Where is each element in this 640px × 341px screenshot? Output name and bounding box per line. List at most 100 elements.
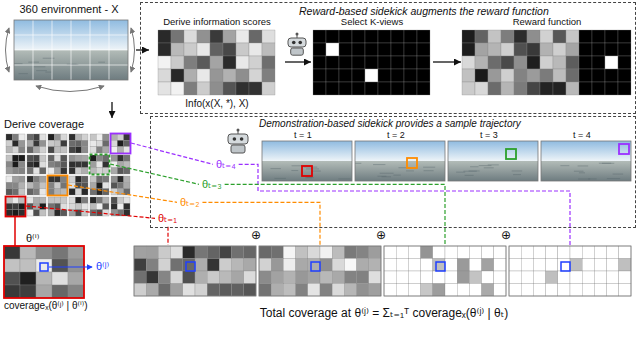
info-score-cell [223, 69, 236, 82]
coverage-cell [433, 259, 445, 272]
info-score-cell [158, 56, 171, 69]
reward-cell [540, 56, 553, 69]
ripple [607, 178, 620, 179]
coverage-cell [344, 246, 356, 259]
reward-sidekick-box: Derive information scoresInfo(x(X, *), X… [140, 2, 636, 114]
coverage-cell [494, 284, 506, 297]
reward-cell [514, 82, 527, 95]
coverage-crop-cell [82, 203, 88, 209]
selected-view-cell [404, 43, 417, 56]
selected-view-cell [365, 69, 378, 82]
coverage-cell [469, 259, 481, 272]
view-marker [407, 158, 417, 168]
info-score-cell [210, 69, 223, 82]
coverage-crop-cell [27, 210, 33, 216]
coverage-cell [171, 284, 183, 297]
coverage-crop-cell [75, 140, 81, 146]
coverage-cell [570, 259, 582, 272]
coverage-cell [320, 284, 332, 297]
reward-cell [553, 82, 566, 95]
info-score-cell [197, 82, 210, 95]
reward-cell [592, 56, 605, 69]
coverage-crop-cell [117, 197, 123, 203]
coverage-crop-cell [111, 197, 117, 203]
coverage-cell [457, 246, 469, 259]
selected-view-cell [417, 43, 430, 56]
coverage-crop-cell [33, 176, 39, 182]
coverage-cell [271, 284, 283, 297]
coverage-crop-cell [48, 161, 54, 167]
coverage-cell [332, 259, 344, 272]
info-score-cell [171, 30, 184, 43]
coverage-cell [344, 271, 356, 284]
coverage-cell [384, 259, 396, 272]
ripple [470, 166, 478, 167]
coverage-crop-cell [36, 246, 52, 259]
info-score-cell [223, 43, 236, 56]
coverage-crop-cell [33, 182, 39, 188]
coverage-cell [521, 246, 533, 259]
reward-cell [514, 56, 527, 69]
coverage-crop-cell [61, 161, 67, 167]
coverage-crop-cell [48, 210, 54, 216]
reward-cell [514, 30, 527, 43]
coverage-crop-cell [6, 176, 12, 182]
ripple [479, 165, 492, 166]
selected-view-cell [339, 56, 352, 69]
coverage-cell [594, 246, 606, 259]
selected-view-cell [313, 43, 326, 56]
coverage-crop-cell [36, 285, 52, 298]
coverage-crop-cell [52, 259, 68, 272]
image-frame [355, 141, 445, 181]
coverage-crop-cell [52, 246, 68, 259]
coverage-crop-cell [96, 197, 102, 203]
coverage-crop-cell [61, 203, 67, 209]
coverage-cell [207, 246, 219, 259]
coverage-crop-cell [75, 161, 81, 167]
robot-antenna [237, 129, 240, 132]
reward-cell [462, 56, 475, 69]
coverage-crop-cell [19, 161, 25, 167]
coverage-cell [171, 259, 183, 272]
coverage-cell [469, 246, 481, 259]
coverage-crop-cell [40, 147, 46, 153]
coverage-crop-cell [96, 147, 102, 153]
coverage-cell [320, 259, 332, 272]
info-score-cell [223, 30, 236, 43]
coverage-crop-cell [12, 134, 18, 140]
environment-panel: 360 environment - X [2, 2, 136, 102]
selected-view-cell [365, 56, 378, 69]
ripple [513, 174, 521, 175]
ripple [19, 73, 28, 74]
ripple [574, 171, 584, 172]
reward-cell [488, 69, 501, 82]
coverage-crop-cell [27, 155, 33, 161]
sea [262, 161, 352, 181]
coverage-cell [384, 271, 396, 284]
coverage-cell [344, 284, 356, 297]
coverage-crop-cell [40, 155, 46, 161]
coverage-cell [594, 271, 606, 284]
coverage-cell [369, 259, 381, 272]
selected-view-cell [313, 82, 326, 95]
ripple [465, 175, 474, 176]
info-score-cell [197, 30, 210, 43]
sky [541, 141, 631, 161]
coverage-cell [509, 271, 521, 284]
reward-cell [553, 43, 566, 56]
robot-body [291, 48, 304, 55]
coverage-cell [408, 284, 420, 297]
coverage-crop-cell [96, 176, 102, 182]
target-view [40, 263, 48, 271]
coverage-cell [207, 284, 219, 297]
coverage-crop-cell [6, 189, 12, 195]
sky [355, 141, 445, 161]
coverage-map [384, 246, 506, 296]
coverage-crop-cell [4, 246, 20, 259]
reward-cell [605, 82, 618, 95]
coverage-crop-cell [96, 155, 102, 161]
reward-cell [540, 30, 553, 43]
time-step: t = 4 [573, 130, 591, 140]
coverage-cell [408, 271, 420, 284]
coverage-cell [546, 246, 558, 259]
